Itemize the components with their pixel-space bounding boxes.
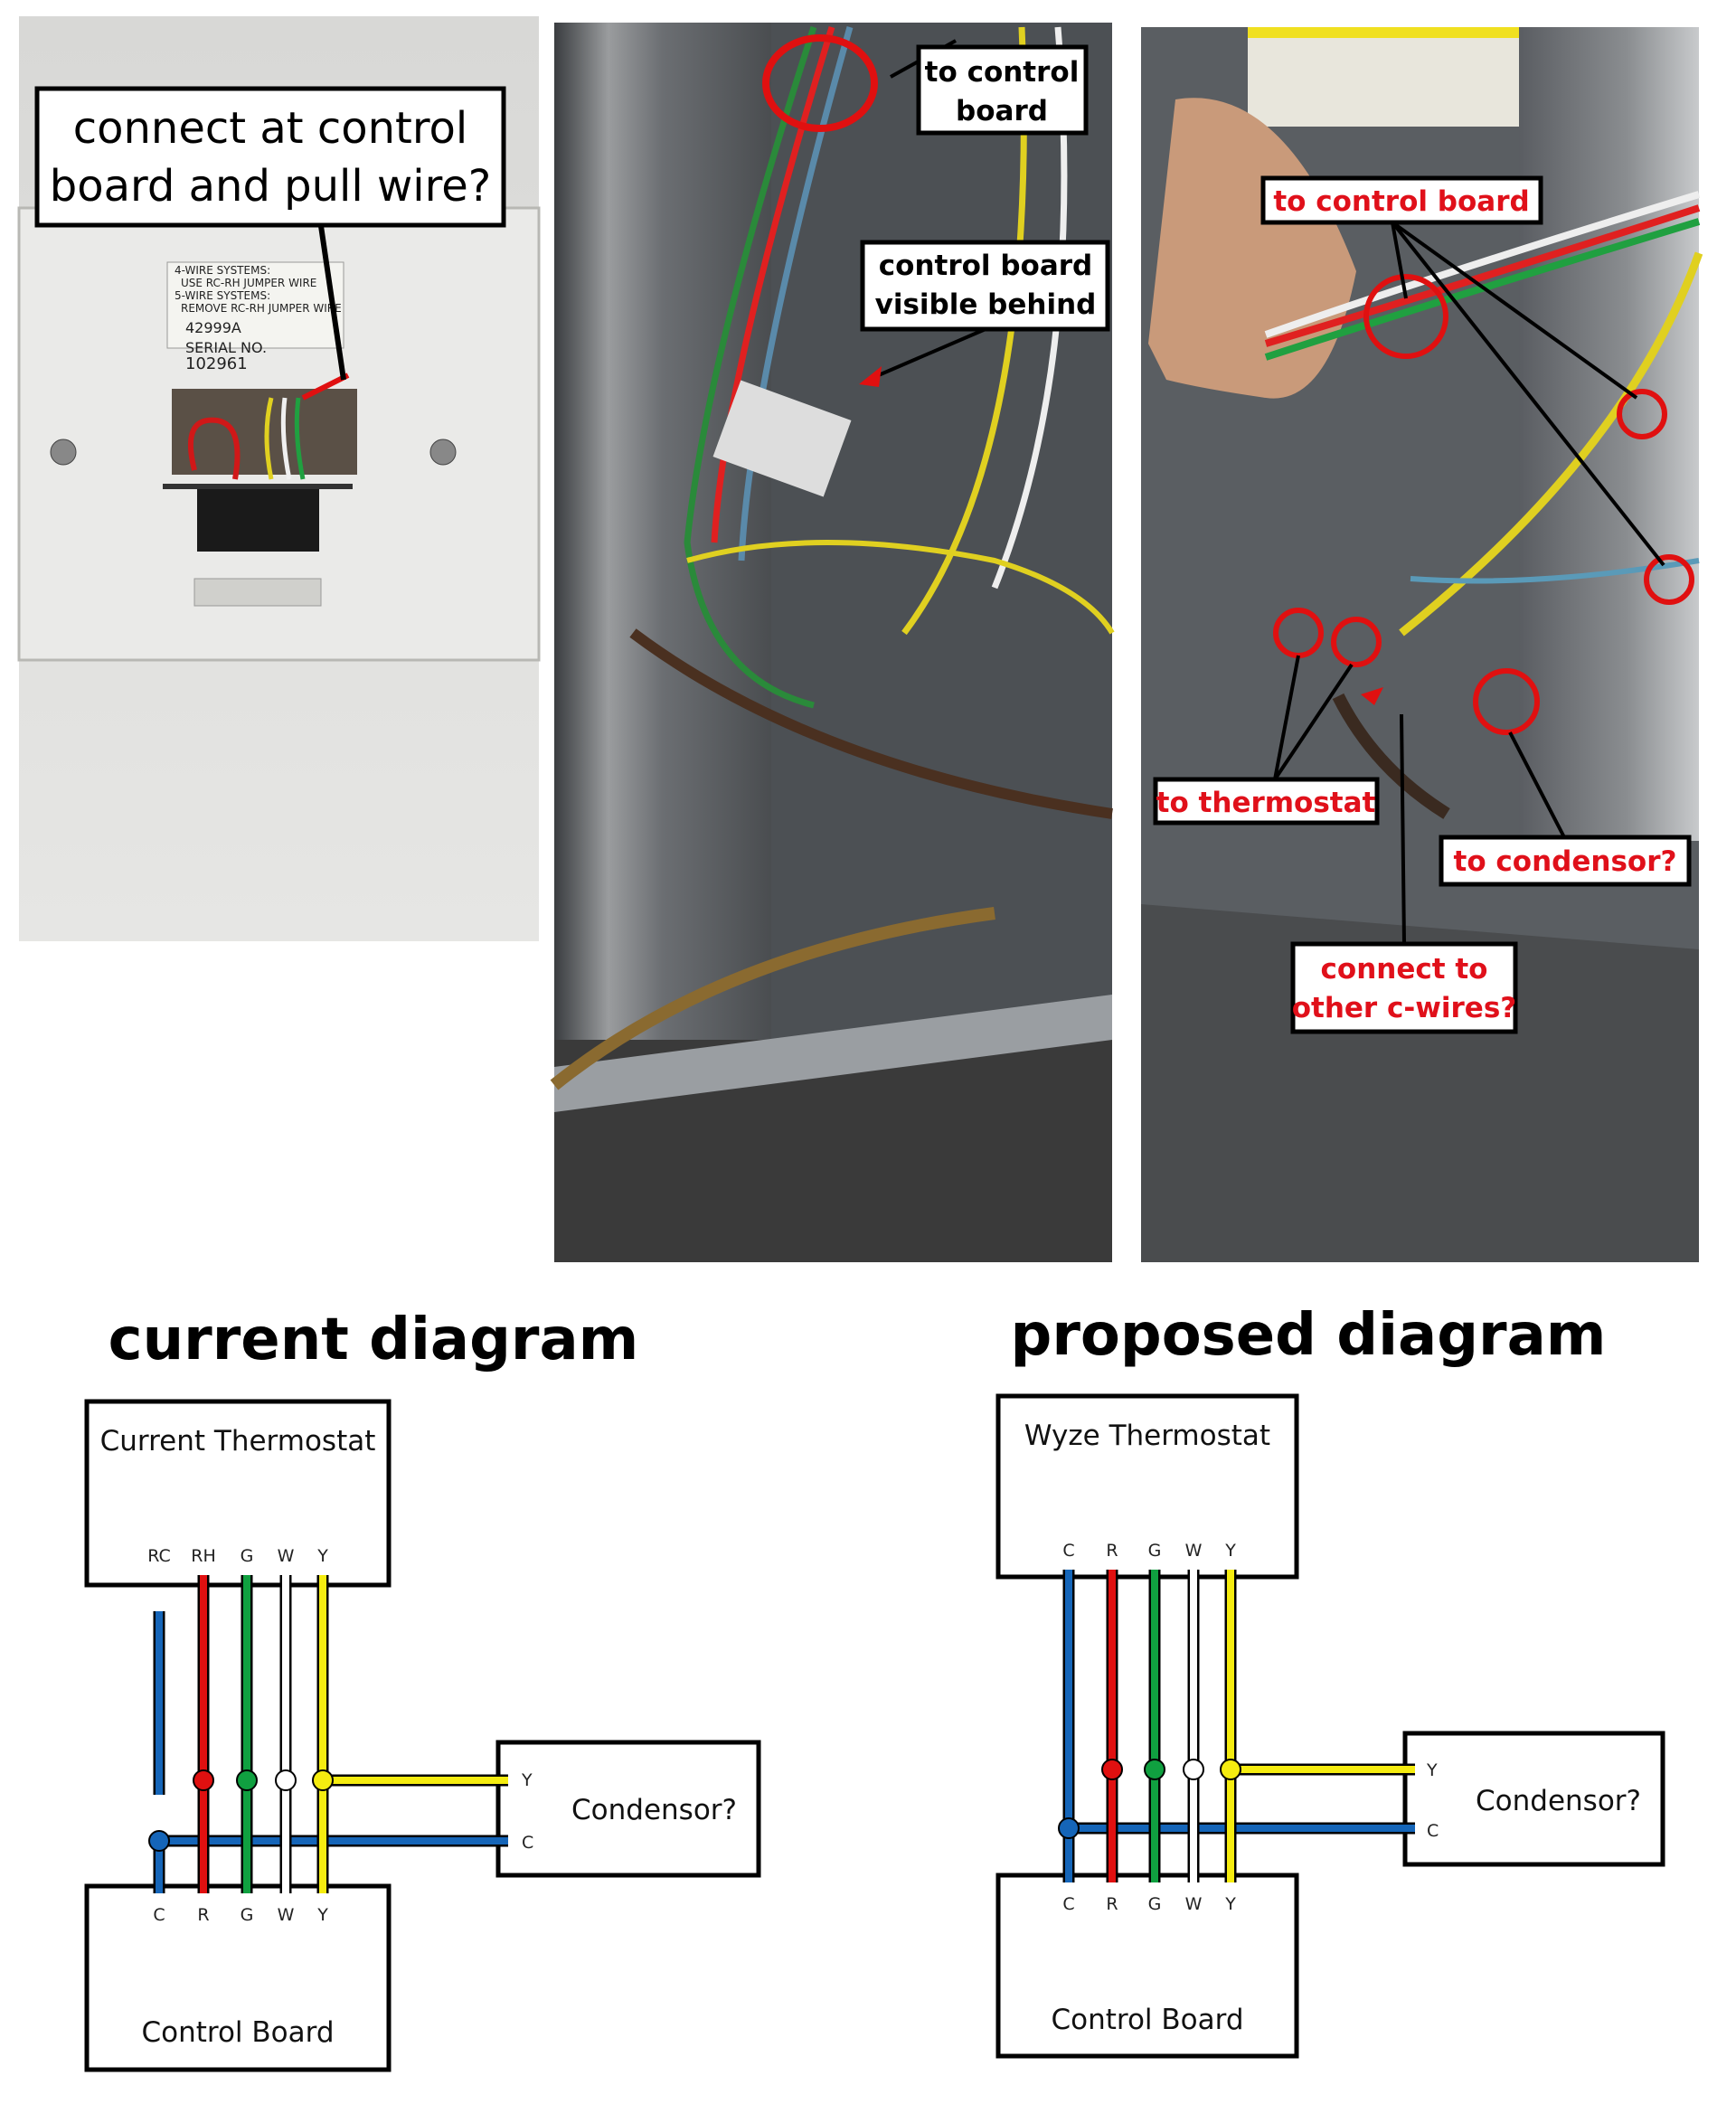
white-wire-junction-dot [1183,1759,1204,1780]
arrow-icon [1361,687,1383,705]
plate-text: 102961 [185,354,248,373]
arrow-icon [301,373,350,401]
annotation-control-board-visible [860,240,1110,332]
condensor-terminal-y: Y [521,1770,533,1790]
annotation-to-thermostat [1153,777,1380,826]
furnace-photo-right: to control board to thermostat to conden… [1141,27,1703,1262]
thermostat-plate-photo: 4-WIRE SYSTEMS: USE RC-RH JUMPER WIRE 5-… [17,16,541,941]
metal-pipe [554,23,771,1062]
plate-text: 4-WIRE SYSTEMS: [175,264,270,277]
highlight-circles [1273,274,1694,735]
condensor-terminal-c: C [1427,1821,1439,1841]
annotation-text: control board [879,250,1092,282]
annotation-text: board [956,95,1048,127]
green-wire-junction-dot [236,1769,258,1791]
annotation-text: connect at control [73,103,467,154]
arrow-icon [859,366,882,387]
wire-tag [712,380,852,497]
control-board-box [995,1873,1299,2059]
proposed-board-terminals: C R G W Y [1062,1894,1236,1914]
wyze-thermostat-box [995,1393,1299,1580]
red-wire-junction-dot [193,1769,214,1791]
terminal-label: Y [1224,1894,1236,1914]
terminal-label: Y [316,1546,328,1566]
terminal-label: W [278,1546,295,1566]
yellow-wire-junction-dot [312,1769,334,1791]
proposed-wires [1058,1570,1415,1882]
blue-junction-dot [1058,1817,1080,1839]
condensor-label: Condensor? [571,1794,737,1826]
proposed-diagram: proposed diagram Wyze Thermostat Control… [995,1302,1665,2059]
plate-text: SERIAL NO. [185,339,267,356]
furnace-photo-middle: to control board control board visible b… [550,23,1115,1262]
terminal-label: W [1185,1894,1203,1914]
yellow-wire-junction-dot [1220,1759,1241,1780]
terminal-label: C [153,1905,165,1925]
terminal-label: RH [191,1546,216,1566]
annotation-text: to condensor? [1454,845,1677,878]
annotation-connect-c-wires [1290,941,1518,1034]
terminal-block [197,488,319,552]
plate-text: USE RC-RH JUMPER WIRE [181,277,316,289]
annotation-text: visible behind [875,288,1097,321]
blue-junction-dot [148,1830,170,1852]
plate-text: REMOVE RC-RH JUMPER WIRE [181,302,342,315]
highlight-circle [762,34,878,132]
diagram-title: current diagram [108,1307,639,1373]
plate-text: 5-WIRE SYSTEMS: [175,289,270,302]
condensor-label: Condensor? [1476,1785,1641,1817]
wire-hole [172,389,357,475]
condensor-terminal-y: Y [1426,1760,1438,1780]
screw-icon [50,439,77,466]
annotation-text: board and pull wire? [50,161,492,212]
plate-label [166,261,344,349]
metal-pipe [1519,27,1699,841]
terminal-label: C [1062,1894,1074,1914]
terminal-label: W [1185,1541,1203,1561]
annotation-text: to control [925,56,1080,89]
current-diagram: current diagram Current Thermostat Contr… [84,1307,761,2072]
terminal-label: R [1106,1541,1118,1561]
board-label: Control Board [141,2016,334,2049]
terminal-label: R [1106,1894,1118,1914]
annotation-to-condensor [1439,835,1692,887]
terminal-label: W [278,1905,295,1925]
annotation-text: other c-wires? [1292,992,1517,1024]
thermostat-label: Current Thermostat [100,1425,376,1458]
terminal-label: Y [1224,1541,1236,1561]
annotation-to-control-board [1260,175,1543,225]
current-wires [148,1575,508,1893]
plate-text: 42999A [185,319,241,336]
current-thermostat-box [84,1399,392,1588]
green-wire-junction-dot [1144,1759,1165,1780]
annotation-to-control-board [916,44,1089,136]
white-wire-junction-dot [275,1769,297,1791]
control-board-box [84,1883,392,2072]
thermostat-label: Wyze Thermostat [1024,1420,1270,1452]
terminal-label: RC [147,1546,171,1566]
terminal-label: G [241,1546,254,1566]
annotation-text: to control board [1273,185,1529,218]
board-label: Control Board [1051,2004,1243,2036]
terminal-label: R [197,1905,209,1925]
terminal-label: C [1062,1541,1074,1561]
condensor-terminal-c: C [522,1833,533,1853]
terminal-label: Y [316,1905,328,1925]
terminal-label: G [241,1905,254,1925]
terminal-label: G [1148,1894,1162,1914]
diagram-title: proposed diagram [1011,1302,1607,1369]
annotation-text: to thermostat [1156,787,1376,819]
screw-icon [429,439,457,466]
current-board-terminals: C R G W Y [153,1905,328,1925]
current-thermostat-terminals: RC RH G W Y [147,1546,328,1566]
red-wire-junction-dot [1101,1759,1123,1780]
terminal-label: G [1148,1541,1162,1561]
annotation-text: connect to [1321,953,1488,986]
condensor-box [1402,1731,1665,1867]
annotation-connect-pull [34,86,506,228]
condensor-box [495,1740,761,1878]
wyze-thermostat-terminals: C R G W Y [1062,1541,1236,1561]
